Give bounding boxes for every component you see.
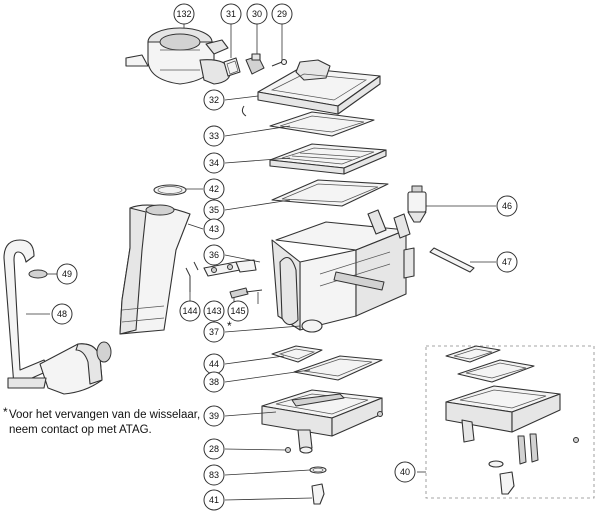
callout-label: 39 xyxy=(209,411,219,421)
callout-143: 143 xyxy=(203,300,225,322)
callout-48: 48 xyxy=(51,303,73,325)
sensor-30 xyxy=(245,53,265,75)
callout-28: 28 xyxy=(203,438,225,460)
assembly-40 xyxy=(445,345,579,495)
leader-lines xyxy=(26,24,496,501)
gasket-38 xyxy=(293,355,383,381)
callout-83: 83 xyxy=(203,464,225,486)
callout-36: 36 xyxy=(203,244,225,266)
callout-42: 42 xyxy=(203,178,225,200)
callout-label: 48 xyxy=(57,309,67,319)
callout-label: 47 xyxy=(502,257,512,267)
filter-46 xyxy=(407,185,427,223)
screw-29 xyxy=(271,58,288,67)
callout-label: 29 xyxy=(277,9,287,19)
air-duct xyxy=(119,184,191,335)
callout-label: 35 xyxy=(209,205,219,215)
replacement-note: * Voor het vervangen van de wisselaar, n… xyxy=(3,405,203,438)
callout-label: 30 xyxy=(252,9,262,19)
callout-37: 37 xyxy=(203,321,225,343)
callout-label: 143 xyxy=(206,306,221,316)
callout-label: 32 xyxy=(209,95,219,105)
top-cover xyxy=(241,59,381,117)
callout-label: 31 xyxy=(226,9,236,19)
callout-33: 33 xyxy=(203,125,225,147)
callout-label: 42 xyxy=(209,184,219,194)
fan-unit xyxy=(125,27,231,85)
callout-38: 38 xyxy=(203,371,225,393)
callout-34: 34 xyxy=(203,152,225,174)
callout-label: 41 xyxy=(209,495,219,505)
callout-31: 31 xyxy=(220,3,242,25)
callout-145: 145 xyxy=(227,300,249,322)
callout-label: 28 xyxy=(209,444,219,454)
heat-exchanger xyxy=(271,209,415,333)
callout-132: 132 xyxy=(173,3,195,25)
callout-label: 132 xyxy=(176,9,191,19)
rod-47 xyxy=(429,247,475,273)
flue-pipe xyxy=(3,239,112,395)
callout-label: 46 xyxy=(502,201,512,211)
burner-plate-34 xyxy=(269,143,387,175)
note-line-2: neem contact op met ATAG. xyxy=(9,424,152,436)
callout-35: 35 xyxy=(203,199,225,221)
callout-41: 41 xyxy=(203,489,225,511)
note-asterisk: * xyxy=(3,405,8,419)
callout-label: 144 xyxy=(182,306,197,316)
note-line-1: Voor het vervangen van de wisselaar, xyxy=(9,409,201,421)
callout-39: 39 xyxy=(203,405,225,427)
gasket-31 xyxy=(223,57,241,77)
callout-46: 46 xyxy=(496,195,518,217)
callout-49: 49 xyxy=(56,263,78,285)
ignition-parts xyxy=(185,259,263,299)
callout-30: 30 xyxy=(246,3,268,25)
callout-47: 47 xyxy=(496,251,518,273)
callout-label: 40 xyxy=(400,467,410,477)
condensate-tray xyxy=(261,389,383,505)
callout-label: 33 xyxy=(209,131,219,141)
callout-43: 43 xyxy=(203,218,225,240)
callout-label: 36 xyxy=(209,250,219,260)
gasket-44 xyxy=(271,345,323,363)
callout-144: 144 xyxy=(179,300,201,322)
callout-44: 44 xyxy=(203,353,225,375)
asterisk-mark: * xyxy=(227,319,232,333)
callout-label: 49 xyxy=(62,269,72,279)
callout-label: 44 xyxy=(209,359,219,369)
gasket-33 xyxy=(269,111,375,137)
callout-label: 83 xyxy=(209,470,219,480)
callout-label: 38 xyxy=(209,377,219,387)
gasket-35 xyxy=(271,179,389,207)
callout-32: 32 xyxy=(203,89,225,111)
callout-29: 29 xyxy=(271,3,293,25)
callout-label: 145 xyxy=(230,306,245,316)
callout-label: 43 xyxy=(209,224,219,234)
callout-label: 37 xyxy=(209,327,219,337)
callout-40: 40 xyxy=(394,461,416,483)
callout-label: 34 xyxy=(209,158,219,168)
